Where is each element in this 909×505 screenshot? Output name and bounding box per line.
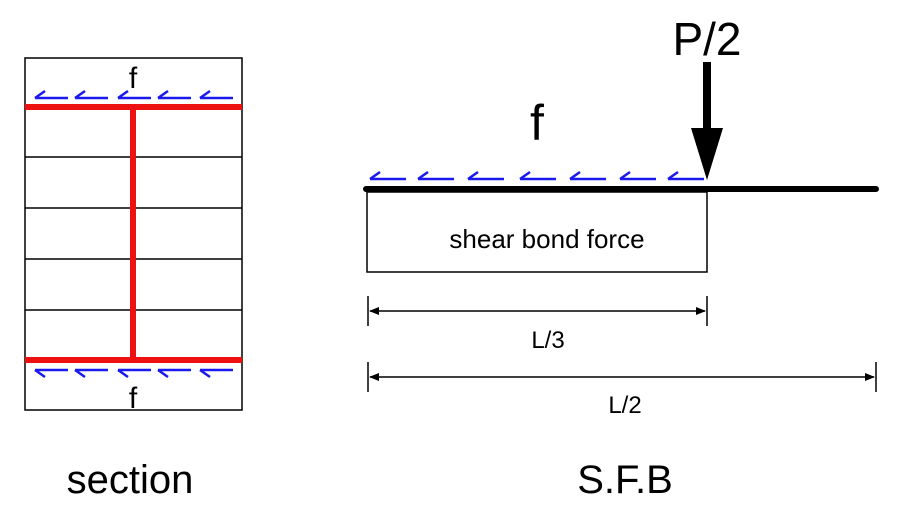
- sfb-diagram: shear bond force f P/2 L/3: [363, 13, 879, 502]
- top-shear-arrows: [34, 89, 233, 100]
- section-outline: [24, 57, 243, 411]
- dimension-l3-label: L/3: [531, 327, 564, 354]
- sfb-caption: S.F.B: [577, 458, 673, 502]
- point-load-label: P/2: [672, 13, 741, 65]
- dimension-l2: [367, 362, 877, 392]
- distributed-shear-arrows: [369, 170, 704, 181]
- section-diagram: f f section: [24, 57, 243, 502]
- dimension-l2-label: L/2: [608, 392, 641, 419]
- section-caption: section: [67, 458, 194, 502]
- steel-i-section: [25, 104, 242, 363]
- point-load-arrow: [691, 62, 723, 180]
- section-top-f-label: f: [129, 62, 138, 95]
- section-bottom-f-label: f: [129, 382, 138, 415]
- dimension-l3: [367, 296, 708, 326]
- shear-bond-force-label: shear bond force: [449, 224, 644, 254]
- distributed-f-label: f: [530, 95, 544, 151]
- shear-bond-force-box: [366, 191, 708, 273]
- bottom-shear-arrows: [34, 368, 233, 379]
